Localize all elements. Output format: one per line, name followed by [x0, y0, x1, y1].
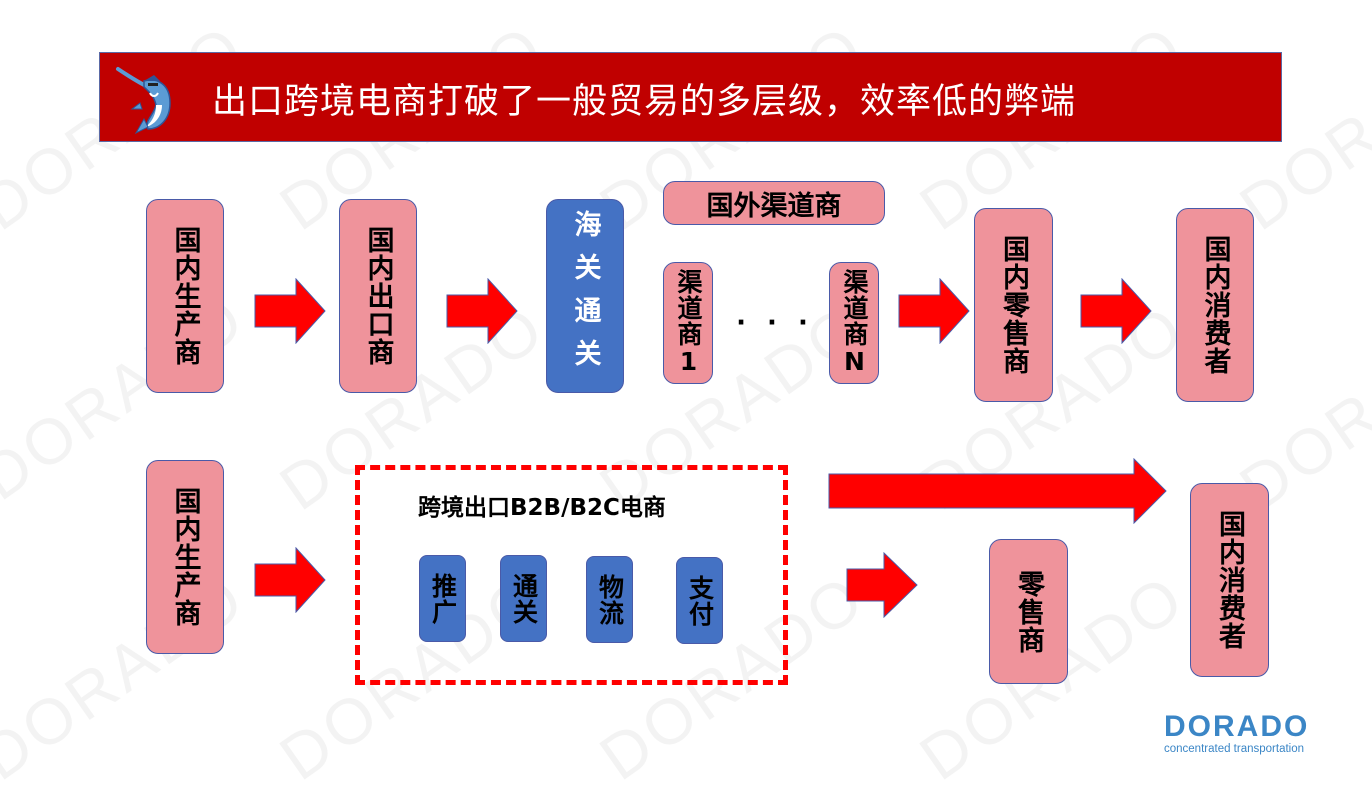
cross-border-platform-group: 跨境出口B2B/B2C电商 推广 通关 物流 支付	[355, 465, 788, 685]
swordfish-mascot-icon	[116, 67, 171, 135]
node-label: 零售商	[1013, 569, 1044, 654]
service-label: 物流	[595, 573, 625, 626]
arrow-right-icon	[898, 278, 970, 344]
node-domestic-producer: 国内生产商	[146, 199, 224, 393]
service-logistics: 物流	[586, 556, 633, 643]
title-bar: 出口跨境电商打破了一般贸易的多层级，效率低的弊端	[99, 52, 1282, 142]
arrow-right-icon	[254, 547, 326, 613]
node-domestic-consumer: 国内消费者	[1176, 208, 1254, 402]
platform-title: 跨境出口B2B/B2C电商	[418, 495, 666, 521]
long-arrow-right-icon	[828, 458, 1167, 524]
node-label: 国内零售商	[998, 235, 1029, 375]
node-label: 国外渠道商	[706, 190, 842, 222]
node-domestic-consumer-2: 国内消费者	[1190, 483, 1269, 677]
service-customs: 通关	[500, 555, 547, 642]
page-title: 出口跨境电商打破了一般贸易的多层级，效率低的弊端	[212, 82, 1077, 122]
node-label: 渠道商N	[840, 269, 869, 377]
service-payment: 支付	[676, 557, 723, 644]
arrow-right-icon	[846, 552, 918, 618]
brand-logo: DORADO concentrated transportation	[1164, 712, 1309, 756]
node-channel-n: 渠道商N	[829, 262, 879, 384]
arrow-right-icon	[446, 278, 518, 344]
ellipsis: · · ·	[736, 308, 808, 338]
node-retailer: 零售商	[989, 539, 1068, 684]
service-label: 支付	[685, 574, 715, 627]
node-customs-clearance: 海关通关	[546, 199, 624, 393]
brand-name: DORADO	[1164, 710, 1310, 743]
node-label: 国内消费者	[1199, 235, 1231, 375]
arrow-right-icon	[254, 278, 326, 344]
service-promotion: 推广	[419, 555, 466, 642]
node-label: 国内生产商	[169, 487, 201, 627]
node-domestic-producer-2: 国内生产商	[146, 460, 224, 654]
service-label: 通关	[509, 572, 539, 625]
arrow-right-icon	[1080, 278, 1152, 344]
node-foreign-channel: 国外渠道商	[663, 181, 885, 225]
node-label: 海关通关	[569, 210, 601, 382]
node-label: 渠道商1	[674, 269, 703, 377]
node-label: 国内出口商	[362, 226, 394, 366]
service-label: 推广	[428, 572, 458, 625]
node-channel-1: 渠道商1	[663, 262, 713, 384]
brand-tagline: concentrated transportation	[1164, 743, 1305, 755]
node-label: 国内消费者	[1214, 510, 1245, 650]
node-label: 国内生产商	[169, 226, 201, 366]
node-domestic-exporter: 国内出口商	[339, 199, 417, 393]
node-domestic-retailer: 国内零售商	[974, 208, 1053, 402]
